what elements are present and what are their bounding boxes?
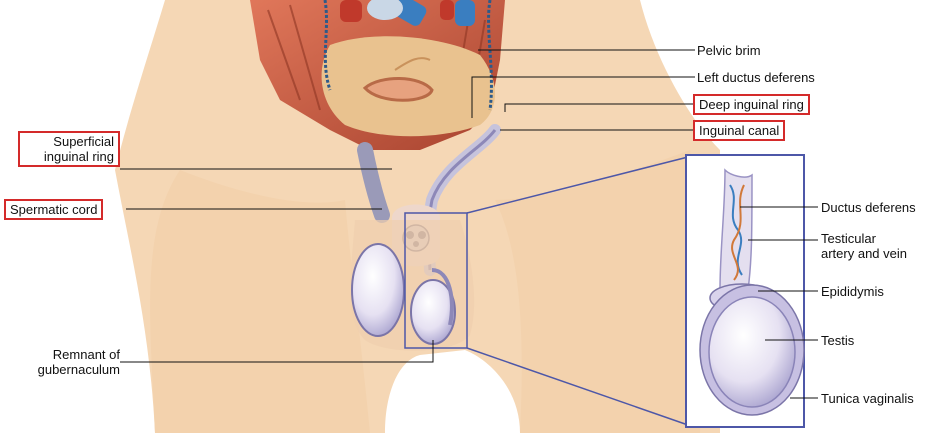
label-deep-inguinal-ring: Deep inguinal ring: [693, 94, 810, 115]
label-testicular-line2: artery and vein: [821, 246, 907, 261]
label-epididymis: Epididymis: [821, 284, 884, 299]
vessel-blue-1: [393, 0, 427, 26]
label-tunica-vaginalis: Tunica vaginalis: [821, 391, 914, 406]
label-testicular-line1: Testicular: [821, 231, 876, 246]
inset-testis: [708, 296, 796, 408]
thigh-left: [150, 170, 370, 433]
label-superficial-line2: inguinal ring: [43, 149, 114, 164]
vessel-blue-2: [455, 0, 475, 26]
label-testis: Testis: [821, 333, 855, 348]
bladder-ring: [362, 77, 434, 102]
label-superficial-line1: Superficial: [53, 134, 114, 149]
vessel-red-2: [440, 0, 454, 20]
label-left-ductus-deferens: Left ductus deferens: [697, 70, 815, 85]
thigh-right: [495, 150, 702, 433]
label-pelvic-brim: Pelvic brim: [697, 43, 761, 58]
label-remnant-line1: Remnant of: [52, 347, 120, 362]
label-ductus-deferens: Ductus deferens: [821, 200, 916, 215]
label-remnant-line2: gubernaculum: [37, 362, 120, 377]
label-remnant-gubernaculum: Remnant of gubernaculum: [10, 347, 120, 377]
vessel-red-1: [340, 0, 362, 22]
label-inguinal-canal: Inguinal canal: [693, 120, 786, 141]
label-superficial-inguinal-ring: Superficial inguinal ring: [18, 131, 120, 167]
zoom-source-box: [404, 212, 468, 349]
left-testis: [351, 243, 405, 337]
label-spermatic-cord: Spermatic cord: [4, 199, 104, 220]
inset-cord: [719, 168, 753, 291]
label-testicular-artery-vein: Testicular artery and vein: [821, 231, 931, 261]
